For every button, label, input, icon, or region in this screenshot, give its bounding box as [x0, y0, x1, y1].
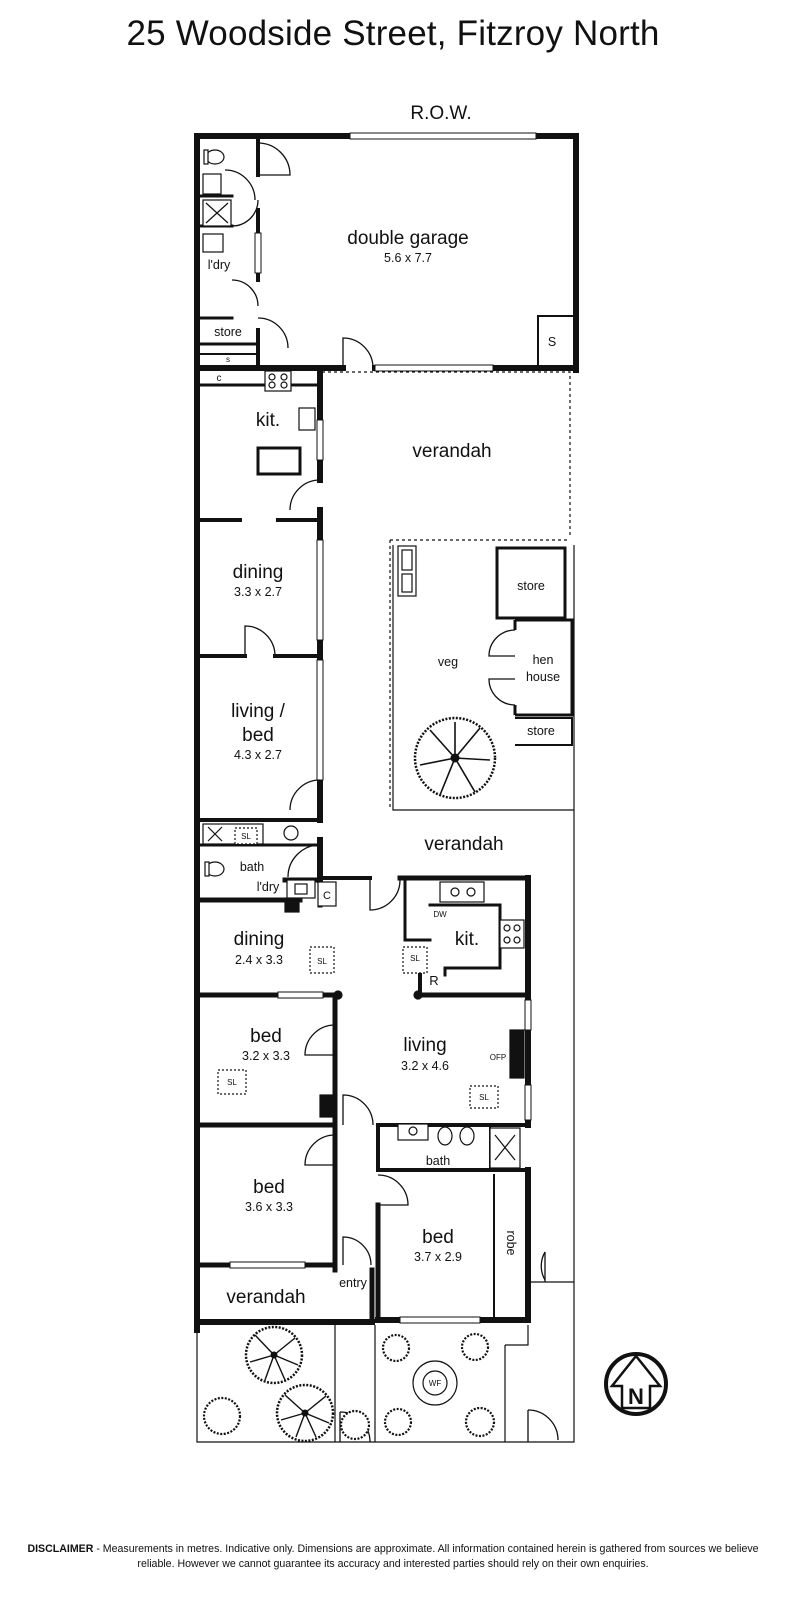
yard-lines — [196, 545, 575, 1443]
double-garage-name: double garage — [347, 228, 469, 249]
s-garage-label: S — [548, 335, 556, 349]
sl-living-label: SL — [479, 1093, 489, 1102]
compass-north-label: N — [628, 1384, 644, 1409]
living-bed-size: 4.3 x 2.7 — [234, 748, 282, 762]
tree-icon — [244, 1325, 304, 1385]
basin-icon — [202, 173, 222, 195]
windows — [229, 132, 537, 1324]
double-garage-size: 5.6 x 7.7 — [384, 251, 432, 265]
verandah-top-label: verandah — [412, 441, 491, 462]
disclaimer-label: DISCLAIMER — [27, 1543, 94, 1555]
dashed-outlines — [322, 371, 571, 810]
hen-house-label-2: house — [526, 670, 560, 684]
kit-rear-label: kit. — [256, 410, 280, 431]
dining-front-size: 2.4 x 3.3 — [235, 953, 283, 967]
shrub-icon — [202, 1396, 242, 1436]
entry-label: entry — [339, 1276, 368, 1290]
sink-icon — [298, 407, 316, 431]
living-front-size: 3.2 x 4.6 — [401, 1059, 449, 1073]
sl-label: SL — [241, 832, 251, 841]
bed-2-size: 3.6 x 3.3 — [245, 1200, 293, 1214]
shrub-icon — [339, 1409, 371, 1441]
verandah-mid-label: verandah — [424, 834, 503, 855]
shrub-icon — [381, 1333, 411, 1363]
page-title: 25 Woodside Street, Fitzroy North — [126, 14, 660, 53]
stove-icon — [264, 370, 292, 392]
dining-front-name: dining — [234, 929, 285, 950]
store-yard-label: store — [517, 579, 545, 593]
compass-icon: N — [604, 1352, 668, 1416]
sink-icon — [439, 881, 485, 903]
bed-3-name: bed — [422, 1227, 454, 1248]
dw-label: DW — [433, 910, 447, 919]
robe-label: robe — [504, 1230, 518, 1255]
living-bed-name-2: bed — [242, 725, 274, 746]
store-rear-label: store — [214, 325, 242, 339]
trees — [202, 716, 497, 1443]
living-front-name: living — [403, 1035, 446, 1056]
toilet-icon — [205, 149, 225, 165]
sl-bed-label: SL — [227, 1078, 237, 1087]
fixtures — [202, 149, 525, 1406]
dining-rear-name: dining — [233, 562, 284, 583]
shrub-icon — [383, 1407, 413, 1437]
disclaimer: DISCLAIMER - Measurements in metres. Ind… — [14, 1542, 772, 1572]
toilet-icon — [437, 1126, 453, 1146]
row-label: R.O.W. — [410, 103, 471, 124]
basin-icon — [283, 825, 299, 841]
sl-dining-label: SL — [317, 957, 327, 966]
bed-2-name: bed — [253, 1177, 285, 1198]
labels: R.O.W. double garage 5.6 x 7.7 l'dry sto… — [208, 103, 560, 1388]
s-rear-label: s — [226, 355, 230, 364]
tree-icon — [413, 716, 497, 800]
shrub-icon — [460, 1332, 490, 1362]
dining-rear-size: 3.3 x 2.7 — [234, 585, 282, 599]
verandah-front-label: verandah — [226, 1287, 305, 1308]
ldry-mid-label: l'dry — [257, 880, 280, 894]
veg-label: veg — [438, 655, 458, 669]
living-bed-name-1: living / — [231, 701, 286, 722]
sl-kit-label: SL — [410, 954, 420, 963]
stove-icon — [499, 919, 525, 949]
wf-label: WF — [429, 1379, 442, 1388]
doors — [224, 142, 559, 1443]
kit-front-label: kit. — [455, 929, 479, 950]
r-label: R — [429, 973, 438, 988]
tree-icon — [275, 1383, 335, 1443]
ofp-label: OFP — [490, 1053, 506, 1062]
hen-house-label-1: hen — [533, 653, 554, 667]
bed-1-name: bed — [250, 1026, 282, 1047]
bed-1-size: 3.2 x 3.3 — [242, 1049, 290, 1063]
store-yard2-label: store — [527, 724, 555, 738]
shrub-icon — [464, 1406, 496, 1438]
bed-3-size: 3.7 x 2.9 — [414, 1250, 462, 1264]
disclaimer-text: - Measurements in metres. Indicative onl… — [93, 1543, 759, 1570]
ldry-rear-label: l'dry — [208, 258, 231, 272]
bath-front-label: bath — [426, 1154, 450, 1168]
c-mid-label: C — [323, 890, 331, 902]
laundry-tub-icon — [202, 233, 224, 253]
bath-rear-label: bath — [240, 860, 264, 874]
c-rear-label: c — [217, 373, 222, 384]
